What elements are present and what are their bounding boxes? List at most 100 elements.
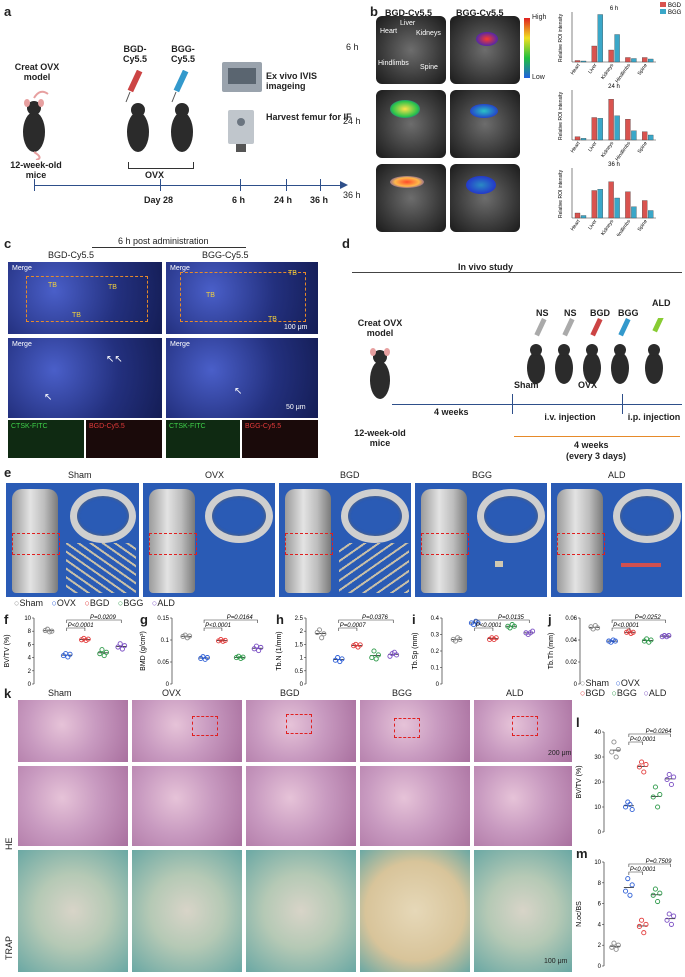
legend-label: BGG — [668, 10, 682, 16]
tick-label: Kidneys — [600, 218, 615, 236]
roi-dashed-box — [557, 533, 605, 555]
a-timeline-label: 6 h — [232, 195, 246, 205]
tick-label: Hindlimbs — [615, 140, 633, 162]
bone-3d-render — [12, 489, 58, 593]
p-value: P=0.0252 — [635, 615, 662, 621]
bar — [580, 215, 587, 219]
panel-label-i: i — [412, 612, 416, 627]
data-point — [629, 882, 635, 888]
trabecular-render — [495, 561, 503, 567]
tick-label: 30 — [594, 755, 601, 761]
p-value: P=0.0164 — [227, 615, 254, 621]
timeline-tick — [622, 394, 623, 414]
timeline-tick — [240, 179, 241, 191]
k-group-label: ALD — [506, 688, 524, 698]
tick-label: 0 — [574, 682, 578, 688]
scalebar-label: 50 μm — [286, 404, 306, 411]
tick-label: 0 — [166, 682, 170, 688]
d-duration-rule — [514, 436, 680, 437]
data-point — [643, 761, 649, 768]
y-axis-label: BV/TV (%) — [4, 634, 11, 667]
data-point — [655, 898, 661, 905]
bone-3d-render — [421, 489, 467, 593]
p-value: P=0.0209 — [90, 615, 117, 621]
data-point — [615, 942, 621, 948]
if-channel-cy55-bgd: BGD-Cy5.5 — [86, 420, 162, 458]
bone-cross-section — [205, 489, 273, 543]
ivis-image-bgg-6h — [450, 16, 520, 84]
roi-dashed-box — [26, 276, 148, 322]
syringe-icon — [125, 70, 143, 103]
panel-label-f: f — [4, 612, 9, 627]
tb-label: TB — [206, 292, 215, 299]
data-point — [652, 784, 658, 790]
tick-label: 0.4 — [431, 616, 440, 622]
bone-cross-section — [70, 489, 136, 543]
circle-icon: ○ — [117, 598, 124, 608]
sig-bracket — [628, 741, 643, 745]
bar — [648, 134, 654, 141]
b-col-bgg: BGG-Cy5.5 — [456, 8, 504, 18]
d-ovx-label: OVX — [578, 380, 598, 390]
data-point — [666, 771, 672, 778]
tick-label: Kidneys — [600, 140, 615, 158]
he-high-bgd — [246, 766, 356, 846]
timeline-tick — [286, 179, 287, 191]
bar — [614, 115, 620, 141]
bar — [631, 58, 637, 63]
timeline-tick — [34, 179, 35, 191]
he-low-bgd — [246, 700, 356, 762]
sig-bracket — [203, 619, 258, 623]
circle-icon: ○ — [580, 678, 586, 688]
syringe-icon — [534, 318, 547, 337]
d-timeline-axis — [392, 404, 682, 405]
colorbar-low: Low — [532, 74, 545, 81]
tick-label: Heart — [570, 140, 582, 154]
data-point — [357, 642, 363, 648]
e-group-label: Sham — [68, 470, 92, 480]
timeline-tick — [320, 179, 321, 191]
tick-label: 10 — [594, 860, 601, 866]
tick-label: 0.15 — [157, 616, 169, 622]
trap-sham — [18, 850, 128, 972]
bar — [642, 57, 648, 63]
circle-icon: ○ — [643, 688, 649, 698]
tick-label: 0.5 — [295, 669, 304, 675]
bone-cross-section — [341, 489, 409, 543]
trap-ald: 100 μm — [474, 850, 572, 972]
bar — [591, 190, 597, 219]
sig-bracket — [628, 733, 671, 737]
arrow-icon: ↖ — [44, 392, 53, 403]
bar — [580, 60, 587, 63]
tick-label: 0.04 — [565, 638, 577, 644]
data-point — [650, 892, 656, 898]
tick-label: 0.05 — [157, 660, 169, 666]
ivis-image-bgd-24h — [376, 90, 446, 158]
data-point — [657, 890, 663, 896]
p-value: P=0.0264 — [646, 729, 673, 735]
p-value: P=0.0135 — [498, 615, 525, 621]
colorbar-high: High — [532, 14, 547, 21]
if-channel-cy55-bgg: BGG-Cy5.5 — [242, 420, 318, 458]
data-point — [493, 635, 499, 641]
circle-icon: ○ — [151, 598, 158, 608]
d-group-label: ALD — [652, 298, 671, 308]
d-treatment-mice-icon — [527, 318, 665, 384]
syringe-icon — [590, 318, 603, 337]
c-col-bgg: BGG-Cy5.5 — [202, 250, 249, 260]
he-low-bgg — [360, 700, 470, 762]
roi-dashed-box — [285, 533, 333, 555]
intensity-colorbar — [524, 18, 530, 78]
bar — [648, 58, 654, 63]
data-point — [639, 759, 645, 765]
panel-label-m: m — [576, 846, 588, 861]
a-timeline-label: 36 h — [310, 195, 329, 205]
data-point — [187, 633, 193, 639]
p-value: P<0.0001 — [613, 623, 639, 629]
data-point — [643, 921, 649, 927]
bar — [574, 60, 581, 63]
data-point — [457, 636, 463, 643]
